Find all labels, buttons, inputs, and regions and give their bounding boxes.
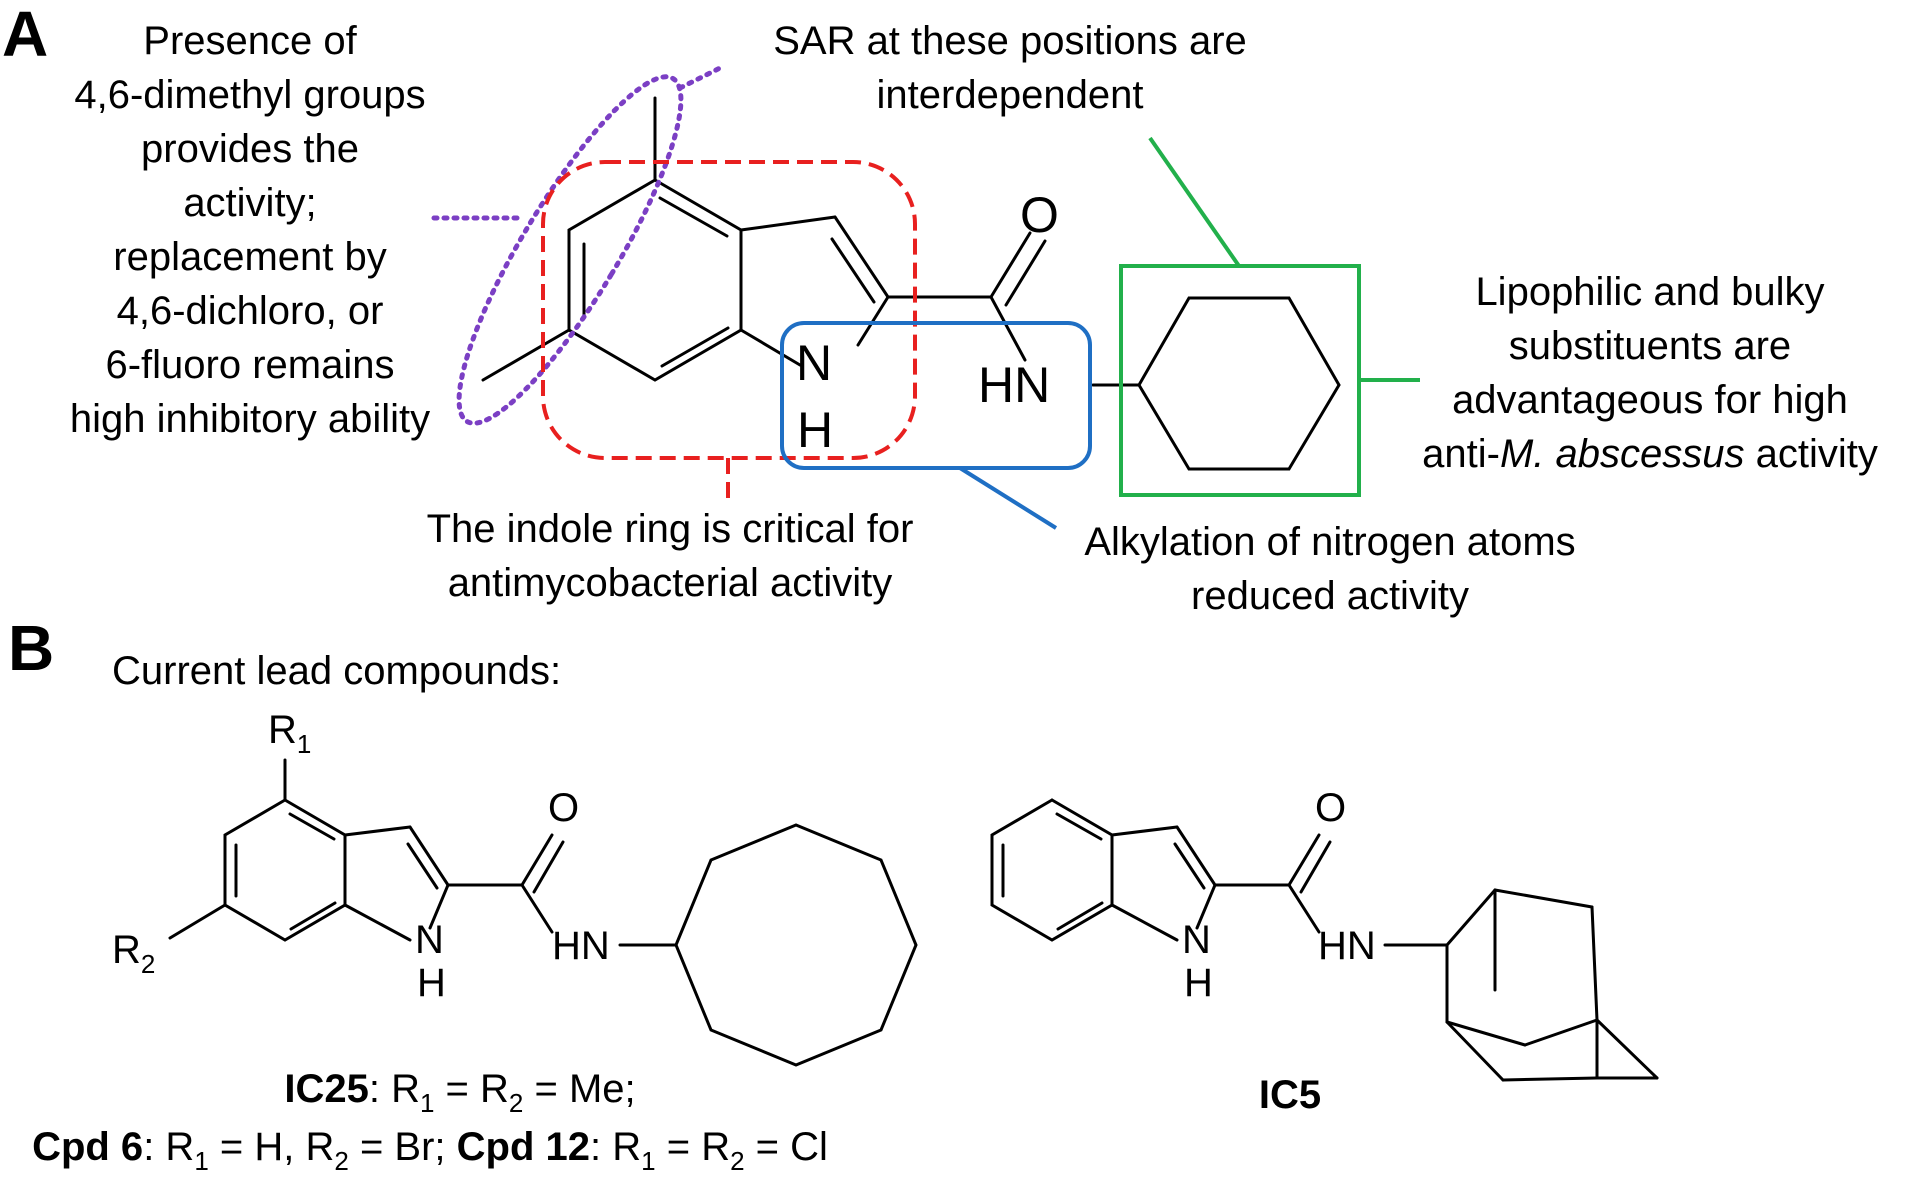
adamantane-cage xyxy=(1445,888,1659,1082)
subscript: 2 xyxy=(508,1088,524,1118)
dimethyl-highlight xyxy=(456,74,684,426)
note-dimethyl-line: 4,6-dichloro, or xyxy=(116,289,384,333)
text-span: : R xyxy=(143,1125,195,1169)
text-span: = Cl xyxy=(744,1125,828,1169)
subscript: 1 xyxy=(296,729,312,759)
ic5-indole-n: N xyxy=(1182,918,1211,962)
text-span: = Me; xyxy=(523,1067,636,1111)
note-dimethyl-line: replacement by xyxy=(113,235,387,279)
note-sar-line: interdependent xyxy=(876,73,1144,117)
note-lipophilic: Lipophilic and bulky substituents are ad… xyxy=(1380,265,1920,481)
note-alkylation-line: reduced activity xyxy=(1191,574,1469,618)
note-lipophilic-line: Lipophilic and bulky xyxy=(1475,270,1825,314)
note-alkylation: Alkylation of nitrogen atoms reduced act… xyxy=(1040,515,1620,623)
subscript: 1 xyxy=(419,1088,435,1118)
panel-b-label: B xyxy=(8,612,55,684)
ic25-indole-h: H xyxy=(417,961,446,1005)
text-span: = R xyxy=(434,1067,509,1111)
ic5-amide-hn: HN xyxy=(1318,924,1376,968)
text-span: = R xyxy=(655,1125,731,1169)
note-dimethyl-line: Presence of xyxy=(143,19,357,63)
compound-name: Cpd 6 xyxy=(32,1125,144,1169)
subscript: 1 xyxy=(194,1146,209,1176)
panel-a-label: A xyxy=(2,0,49,70)
ic25-caption: IC25: R1 = R2 = Me; Cpd 6: R1 = H, R2 = … xyxy=(32,1062,880,1178)
note-sar-line: SAR at these positions are xyxy=(773,19,1247,63)
cpd-caption-line: Cpd 6: R1 = H, R2 = Br; Cpd 12: R1 = R2 … xyxy=(0,1120,880,1178)
r-symbol: R xyxy=(268,708,297,752)
text-span: = H, R xyxy=(208,1125,335,1169)
cyclohexane-ring-a xyxy=(1137,296,1341,471)
note-dimethyl-line: high inhibitory ability xyxy=(69,397,431,441)
note-dimethyl-line: 6-fluoro remains xyxy=(105,343,395,387)
text-span: : R xyxy=(590,1125,642,1169)
note-dimethyl-line: activity; xyxy=(183,181,317,225)
ic5-oxygen: O xyxy=(1315,786,1347,830)
benzene-ring-ic25 xyxy=(223,798,347,942)
note-lipophilic-line: substituents are xyxy=(1508,324,1792,368)
note-alkylation-line: Alkylation of nitrogen atoms xyxy=(1084,520,1576,564)
note-lipophilic-line: anti-M. abscessus activity xyxy=(1380,427,1920,481)
ic5-caption: IC5 xyxy=(1258,1073,1322,1117)
compound-name: Cpd 12 xyxy=(456,1125,591,1169)
amide-hn-a: HN xyxy=(978,357,1051,413)
species-name: M. abscessus xyxy=(1499,432,1745,476)
carbonyl-oxygen-a: O xyxy=(1020,187,1059,243)
text-span: : R xyxy=(368,1067,420,1111)
ic5-indole-h: H xyxy=(1184,961,1213,1005)
note-dimethyl-line: 4,6-dimethyl groups xyxy=(74,73,426,117)
indole-h-a: H xyxy=(797,402,834,458)
r-symbol: R xyxy=(112,928,141,972)
methyl-6 xyxy=(481,328,571,382)
benzene-ring-ic5 xyxy=(990,798,1114,942)
ic25-caption-line: IC25: R1 = R2 = Me; xyxy=(40,1062,880,1120)
compound-name: IC25 xyxy=(284,1067,369,1111)
note-sar: SAR at these positions are interdependen… xyxy=(710,14,1310,122)
note-dimethyl: Presence of 4,6-dimethyl groups provides… xyxy=(40,14,460,446)
amide-highlight xyxy=(780,321,1092,470)
subscript: 1 xyxy=(641,1146,656,1176)
note-indole-line: antimycobacterial activity xyxy=(447,561,893,605)
note-indole-line: The indole ring is critical for xyxy=(426,507,914,551)
r1-label: R1 xyxy=(268,708,311,759)
text-span: anti- xyxy=(1422,432,1500,476)
ic25-amide-hn: HN xyxy=(552,924,610,968)
text-span: activity xyxy=(1744,432,1878,476)
subscript: 2 xyxy=(334,1146,349,1176)
note-dimethyl-line: provides the xyxy=(141,127,359,171)
r2-label: R2 xyxy=(112,928,155,979)
indole-n-a: N xyxy=(796,335,833,391)
ic25-oxygen: O xyxy=(548,786,580,830)
text-span: = Br; xyxy=(348,1125,457,1169)
ic25-indole-n: N xyxy=(415,918,444,962)
note-lipophilic-line: advantageous for high xyxy=(1452,378,1848,422)
note-indole: The indole ring is critical for antimyco… xyxy=(380,502,960,610)
cyclooctane-ring xyxy=(674,823,918,1067)
panel-b-heading: Current lead compounds: xyxy=(112,649,562,693)
subscript: 2 xyxy=(730,1146,745,1176)
subscript: 2 xyxy=(140,949,156,979)
indole-highlight xyxy=(541,160,917,460)
